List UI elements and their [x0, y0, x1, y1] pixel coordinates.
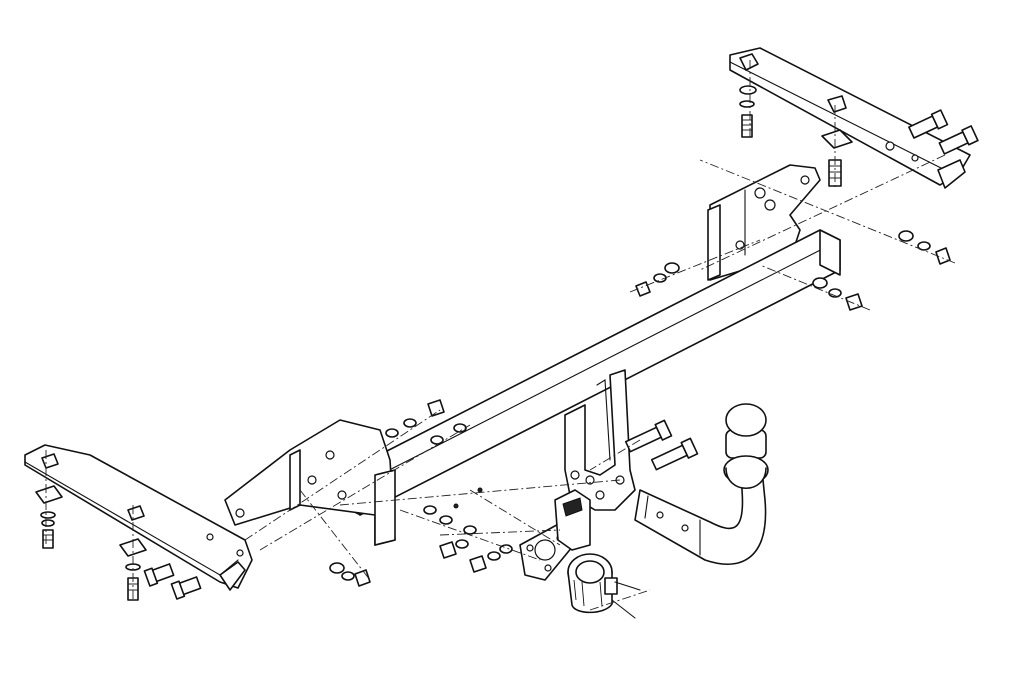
- tow-ball: [723, 403, 769, 490]
- assembly-center-lines: [45, 60, 956, 611]
- left-side-plate: [224, 419, 396, 546]
- socket-bracket: [519, 489, 591, 581]
- fasteners: [329, 230, 951, 587]
- left-mounting-bracket: [24, 444, 253, 601]
- tow-ball-neck: [634, 469, 767, 565]
- electrical-socket: [567, 553, 641, 619]
- right-mounting-bracket: [729, 47, 979, 189]
